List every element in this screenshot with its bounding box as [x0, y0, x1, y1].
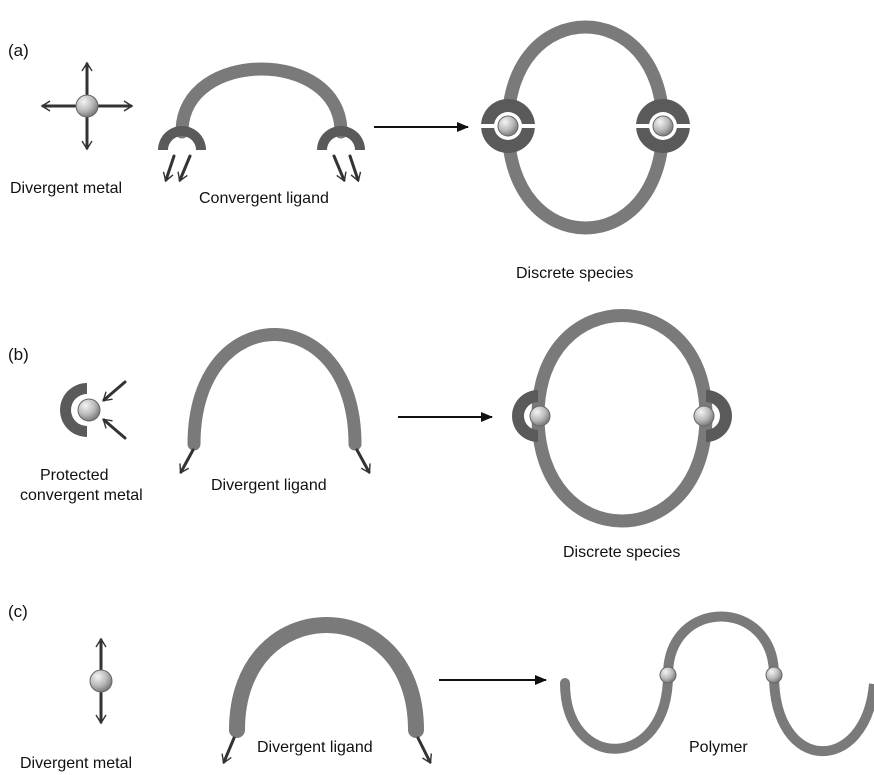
- panel-a: (a) Divergent metal Convergent l: [8, 20, 691, 282]
- panel-c-product-label: Polymer: [689, 739, 748, 756]
- panel-b-product-label: Discrete species: [563, 544, 680, 561]
- metal-ion: [89, 669, 113, 693]
- outward-arrows: [40, 61, 134, 151]
- metal-ion: [75, 94, 99, 118]
- panel-b: (b) Protected convergent metal Divergent…: [8, 309, 732, 561]
- panel-c-ligand-label: Divergent ligand: [257, 739, 373, 756]
- metal-ion: [529, 405, 551, 427]
- convergent-arrows: [162, 154, 362, 183]
- divergent-metal-c: [89, 637, 113, 725]
- panel-a-ligand-label: Convergent ligand: [199, 190, 329, 207]
- polymer: [560, 611, 874, 757]
- divergent-ligand-c: [221, 617, 433, 765]
- metal-ion: [652, 115, 674, 137]
- panel-b-ligand-label: Divergent ligand: [211, 477, 327, 494]
- panel-a-metal-label: Divergent metal: [10, 180, 122, 197]
- protected-convergent-metal: [60, 380, 127, 440]
- panel-c-label: (c): [8, 602, 28, 621]
- divergent-ligand-b: [179, 328, 371, 475]
- panel-c-metal-label: Divergent metal: [20, 755, 132, 772]
- metal-ion: [693, 405, 715, 427]
- metal-ion: [497, 115, 519, 137]
- inward-arrows: [102, 380, 127, 440]
- panel-b-metal-label-line2: convergent metal: [20, 487, 143, 504]
- panel-a-product-label: Discrete species: [516, 265, 633, 282]
- panel-a-label: (a): [8, 41, 29, 60]
- metal-ion: [659, 666, 677, 684]
- panel-b-metal-label-line1: Protected: [40, 467, 108, 484]
- divergent-arrows: [221, 736, 433, 765]
- metal-ion: [77, 398, 101, 422]
- metal-ion: [765, 666, 783, 684]
- discrete-species-a: [478, 20, 691, 235]
- discrete-species-b: [512, 309, 732, 528]
- panel-c: (c) Divergent metal Divergent ligand: [8, 602, 874, 772]
- panel-b-label: (b): [8, 345, 29, 364]
- convergent-ligand-a: [158, 62, 365, 183]
- divergent-arrows: [179, 448, 371, 475]
- divergent-metal-a: [40, 61, 134, 151]
